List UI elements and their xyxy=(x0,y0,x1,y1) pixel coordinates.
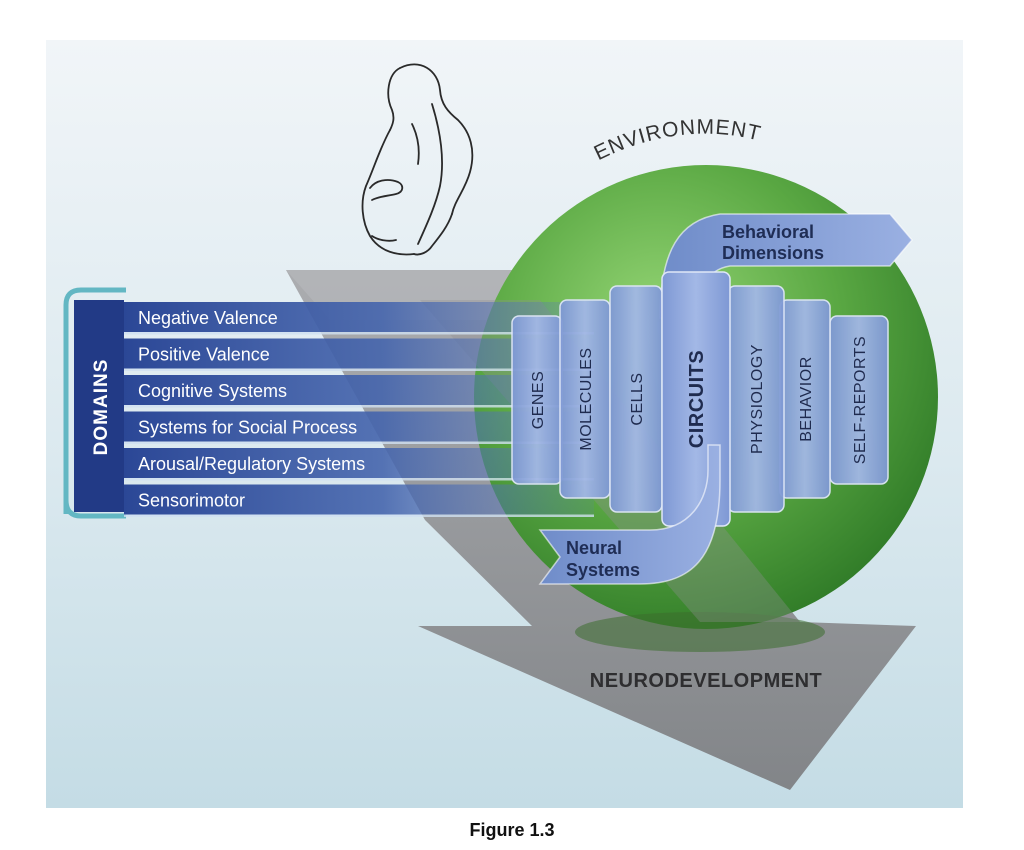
domain-label: Sensorimotor xyxy=(138,491,245,511)
unit-label: GENES xyxy=(530,371,547,430)
domain-bar-divider xyxy=(124,405,594,408)
domain-bar-divider xyxy=(124,514,594,517)
unit-label: BEHAVIOR xyxy=(798,356,815,442)
behavioral-dimensions-label-line1: Behavioral xyxy=(722,222,814,242)
sphere-shadow xyxy=(575,612,825,652)
domain-label: Positive Valence xyxy=(138,345,270,365)
unit-label: CELLS xyxy=(629,372,646,425)
domains-bracket: DOMAINS xyxy=(63,287,126,519)
pregnant-woman-silhouette-icon xyxy=(361,63,474,256)
domain-bar-divider xyxy=(124,332,594,335)
unit-label: CIRCUITS xyxy=(686,350,708,448)
unit-label: MOLECULES xyxy=(578,347,595,450)
behavioral-dimensions-label-line2: Dimensions xyxy=(722,243,824,263)
unit-label: PHYSIOLOGY xyxy=(749,344,766,454)
figure-caption: Figure 1.3 xyxy=(469,820,554,840)
domain-label: Systems for Social Process xyxy=(138,418,357,438)
domains-title: DOMAINS xyxy=(91,359,112,456)
domain-bar xyxy=(124,484,594,515)
unit-label: SELF-REPORTS xyxy=(852,336,869,464)
domain-label: Negative Valence xyxy=(138,308,278,328)
domain-bar-divider xyxy=(124,478,594,481)
domain-bar-divider xyxy=(124,368,594,371)
neural-systems-label-line2: Systems xyxy=(566,560,640,580)
neurodevelopment-label: NEURODEVELOPMENT xyxy=(590,670,822,692)
domain-label: Arousal/Regulatory Systems xyxy=(138,454,365,474)
domain-label: Cognitive Systems xyxy=(138,381,287,401)
domain-bar-divider xyxy=(124,441,594,444)
neural-systems-ribbon: Neural Systems xyxy=(538,444,721,585)
neural-systems-label-line1: Neural xyxy=(566,538,622,558)
